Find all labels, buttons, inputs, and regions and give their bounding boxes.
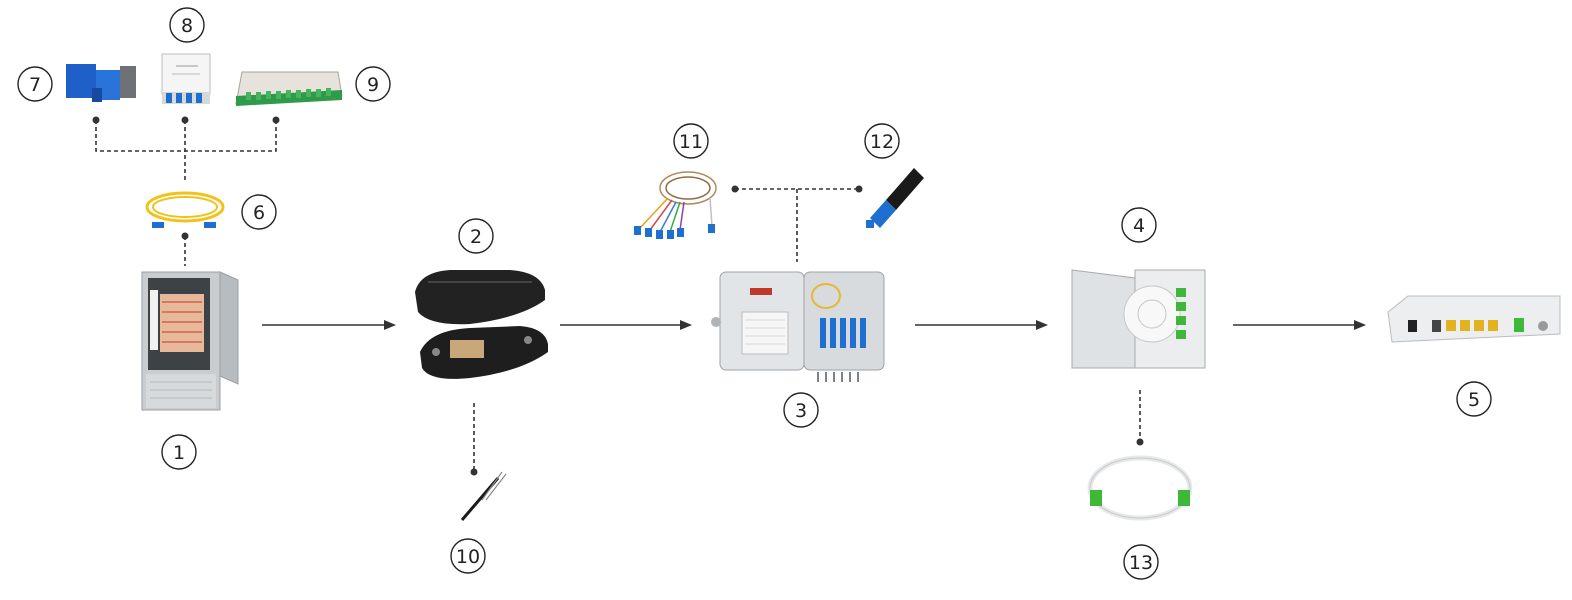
svg-text:6: 6 bbox=[253, 202, 265, 224]
svg-text:5: 5 bbox=[1468, 389, 1480, 411]
label-10: 10 bbox=[450, 538, 486, 574]
label-8: 8 bbox=[169, 7, 205, 43]
svg-text:3: 3 bbox=[795, 400, 807, 422]
label-4: 4 bbox=[1121, 207, 1157, 243]
fast-connector-icon bbox=[866, 168, 924, 228]
dashed-connectors bbox=[95, 120, 1141, 472]
svg-text:8: 8 bbox=[181, 15, 193, 37]
label-11: 11 bbox=[673, 123, 709, 159]
svg-text:2: 2 bbox=[470, 226, 482, 248]
label-1: 1 bbox=[161, 434, 197, 470]
svg-text:9: 9 bbox=[367, 74, 379, 96]
svg-text:1: 1 bbox=[173, 442, 185, 464]
splice-closure-icon bbox=[415, 270, 548, 379]
svg-text:10: 10 bbox=[456, 546, 480, 568]
label-3: 3 bbox=[783, 392, 819, 428]
pigtail-icon bbox=[639, 171, 717, 233]
ont-router-icon bbox=[1387, 295, 1561, 343]
svg-text:11: 11 bbox=[679, 131, 703, 153]
label-13: 13 bbox=[1123, 544, 1159, 580]
patch-cord-icon bbox=[145, 191, 225, 228]
svg-text:7: 7 bbox=[29, 74, 41, 96]
apc-patch-cord-icon bbox=[1087, 455, 1193, 521]
sc-adapter-icon bbox=[66, 64, 136, 102]
label-7: 7 bbox=[17, 66, 53, 102]
patch-panel-icon bbox=[235, 71, 343, 106]
label-9: 9 bbox=[355, 66, 391, 102]
label-6: 6 bbox=[241, 194, 277, 230]
svg-text:4: 4 bbox=[1133, 215, 1145, 237]
plc-splitter-icon bbox=[161, 53, 211, 104]
drop-cable-icon bbox=[460, 471, 507, 521]
fiber-distribution-cabinet-icon bbox=[141, 271, 239, 411]
pigtail-connectors bbox=[634, 224, 715, 239]
label-2: 2 bbox=[458, 218, 494, 254]
label-12: 12 bbox=[864, 123, 900, 159]
svg-text:13: 13 bbox=[1129, 552, 1153, 574]
fiber-terminal-box-icon bbox=[711, 271, 885, 382]
label-5: 5 bbox=[1456, 381, 1492, 417]
svg-text:12: 12 bbox=[870, 131, 894, 153]
number-badges: 1 2 3 4 5 6 7 8 bbox=[17, 7, 1492, 580]
connector-dots bbox=[92, 116, 1144, 476]
wall-faceplate-icon bbox=[1071, 269, 1206, 369]
